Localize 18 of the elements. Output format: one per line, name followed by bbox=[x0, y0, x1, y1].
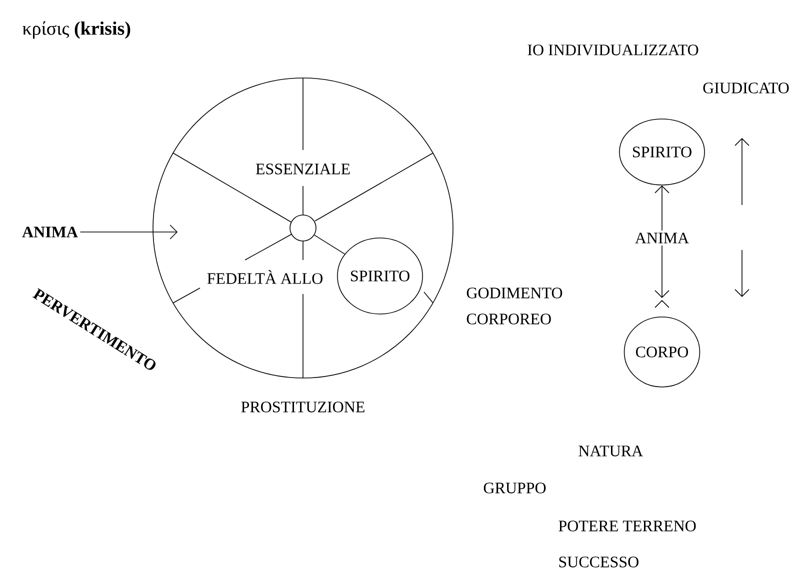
text-label: SUCCESSO bbox=[559, 556, 638, 568]
text-label: PROSTITUZIONE bbox=[241, 402, 364, 412]
text-label: ESSENZIALE bbox=[256, 164, 350, 174]
hub-circle bbox=[290, 214, 316, 242]
text-label: POTERE TERRENO bbox=[558, 520, 696, 532]
arrow bbox=[654, 185, 670, 231]
text-label: IO INDIVIDUALIZZATO bbox=[528, 44, 698, 56]
title: κρίσις (krisis) bbox=[22, 21, 130, 39]
text-label: NATURA bbox=[578, 446, 643, 456]
arrow bbox=[654, 245, 670, 298]
node-label: ANIMA bbox=[22, 226, 78, 238]
node-label: ANIMA bbox=[635, 232, 689, 244]
arrow bbox=[80, 224, 178, 240]
text-label: GIUDICATO bbox=[703, 82, 789, 94]
text-label: FEDELTÀ ALLO bbox=[207, 270, 322, 284]
text-label: GODIMENTO CORPOREO bbox=[466, 288, 562, 324]
text-label: GRUPPO bbox=[484, 482, 546, 494]
spoke-line bbox=[314, 234, 346, 254]
